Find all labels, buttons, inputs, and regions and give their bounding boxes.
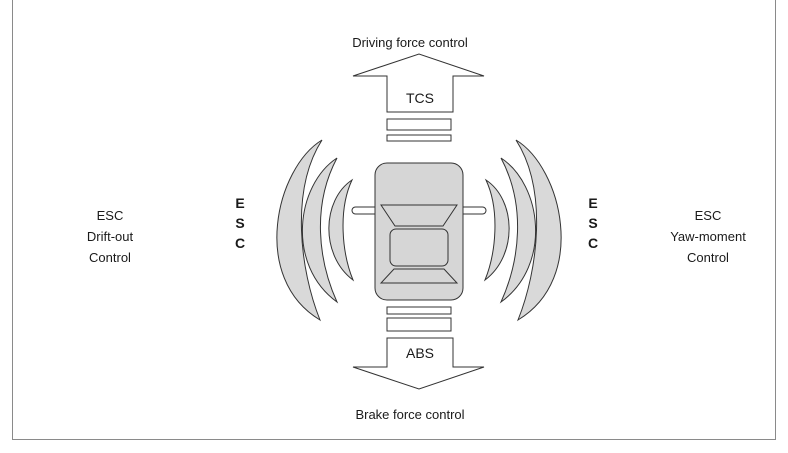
abs-arrow xyxy=(352,337,485,390)
left-esc-letter-c: C xyxy=(234,235,246,251)
right-esc-letter-e: E xyxy=(588,195,598,211)
tcs-label: TCS xyxy=(406,90,434,106)
left-esc-letter-e: E xyxy=(235,195,245,211)
right-esc-line-3: Control xyxy=(687,250,729,265)
car-rear-window xyxy=(379,268,459,284)
car-graphic xyxy=(351,162,487,301)
right-esc-vertical: E S C xyxy=(585,193,601,253)
car-roof xyxy=(389,228,449,267)
left-arc-outer xyxy=(276,139,323,322)
right-esc-letter-s: S xyxy=(588,215,598,231)
right-esc-letter-c: C xyxy=(587,235,599,251)
right-arc-middle xyxy=(499,157,536,304)
abs-label: ABS xyxy=(406,345,434,361)
left-esc-letter-s: S xyxy=(235,215,245,231)
right-arc-outer xyxy=(515,139,562,322)
driving-force-label: Driving force control xyxy=(352,35,468,50)
right-arc-inner xyxy=(483,178,510,282)
abs-bar-1 xyxy=(386,306,452,315)
left-esc-vertical: E S C xyxy=(232,193,248,253)
left-arc-inner xyxy=(328,178,355,282)
left-esc-line-3: Control xyxy=(89,250,131,265)
right-esc-label: ESC Yaw-moment Control xyxy=(648,205,768,268)
abs-bar-2 xyxy=(386,317,452,332)
right-esc-line-2: Yaw-moment xyxy=(670,229,746,244)
diagram-frame xyxy=(12,0,776,440)
left-esc-line-1: ESC xyxy=(96,208,124,223)
tcs-arrow xyxy=(352,53,485,113)
left-yaw-arcs xyxy=(276,139,355,322)
tcs-bar-1 xyxy=(386,118,452,131)
left-arc-middle xyxy=(302,157,339,304)
left-esc-line-2: Drift-out xyxy=(86,229,134,244)
left-esc-label: ESC Drift-out Control xyxy=(50,205,170,268)
tcs-bar-2 xyxy=(386,134,452,142)
right-esc-line-1: ESC xyxy=(694,208,722,223)
car-windshield xyxy=(380,204,458,227)
brake-force-label: Brake force control xyxy=(355,407,465,422)
right-yaw-arcs xyxy=(483,139,562,322)
